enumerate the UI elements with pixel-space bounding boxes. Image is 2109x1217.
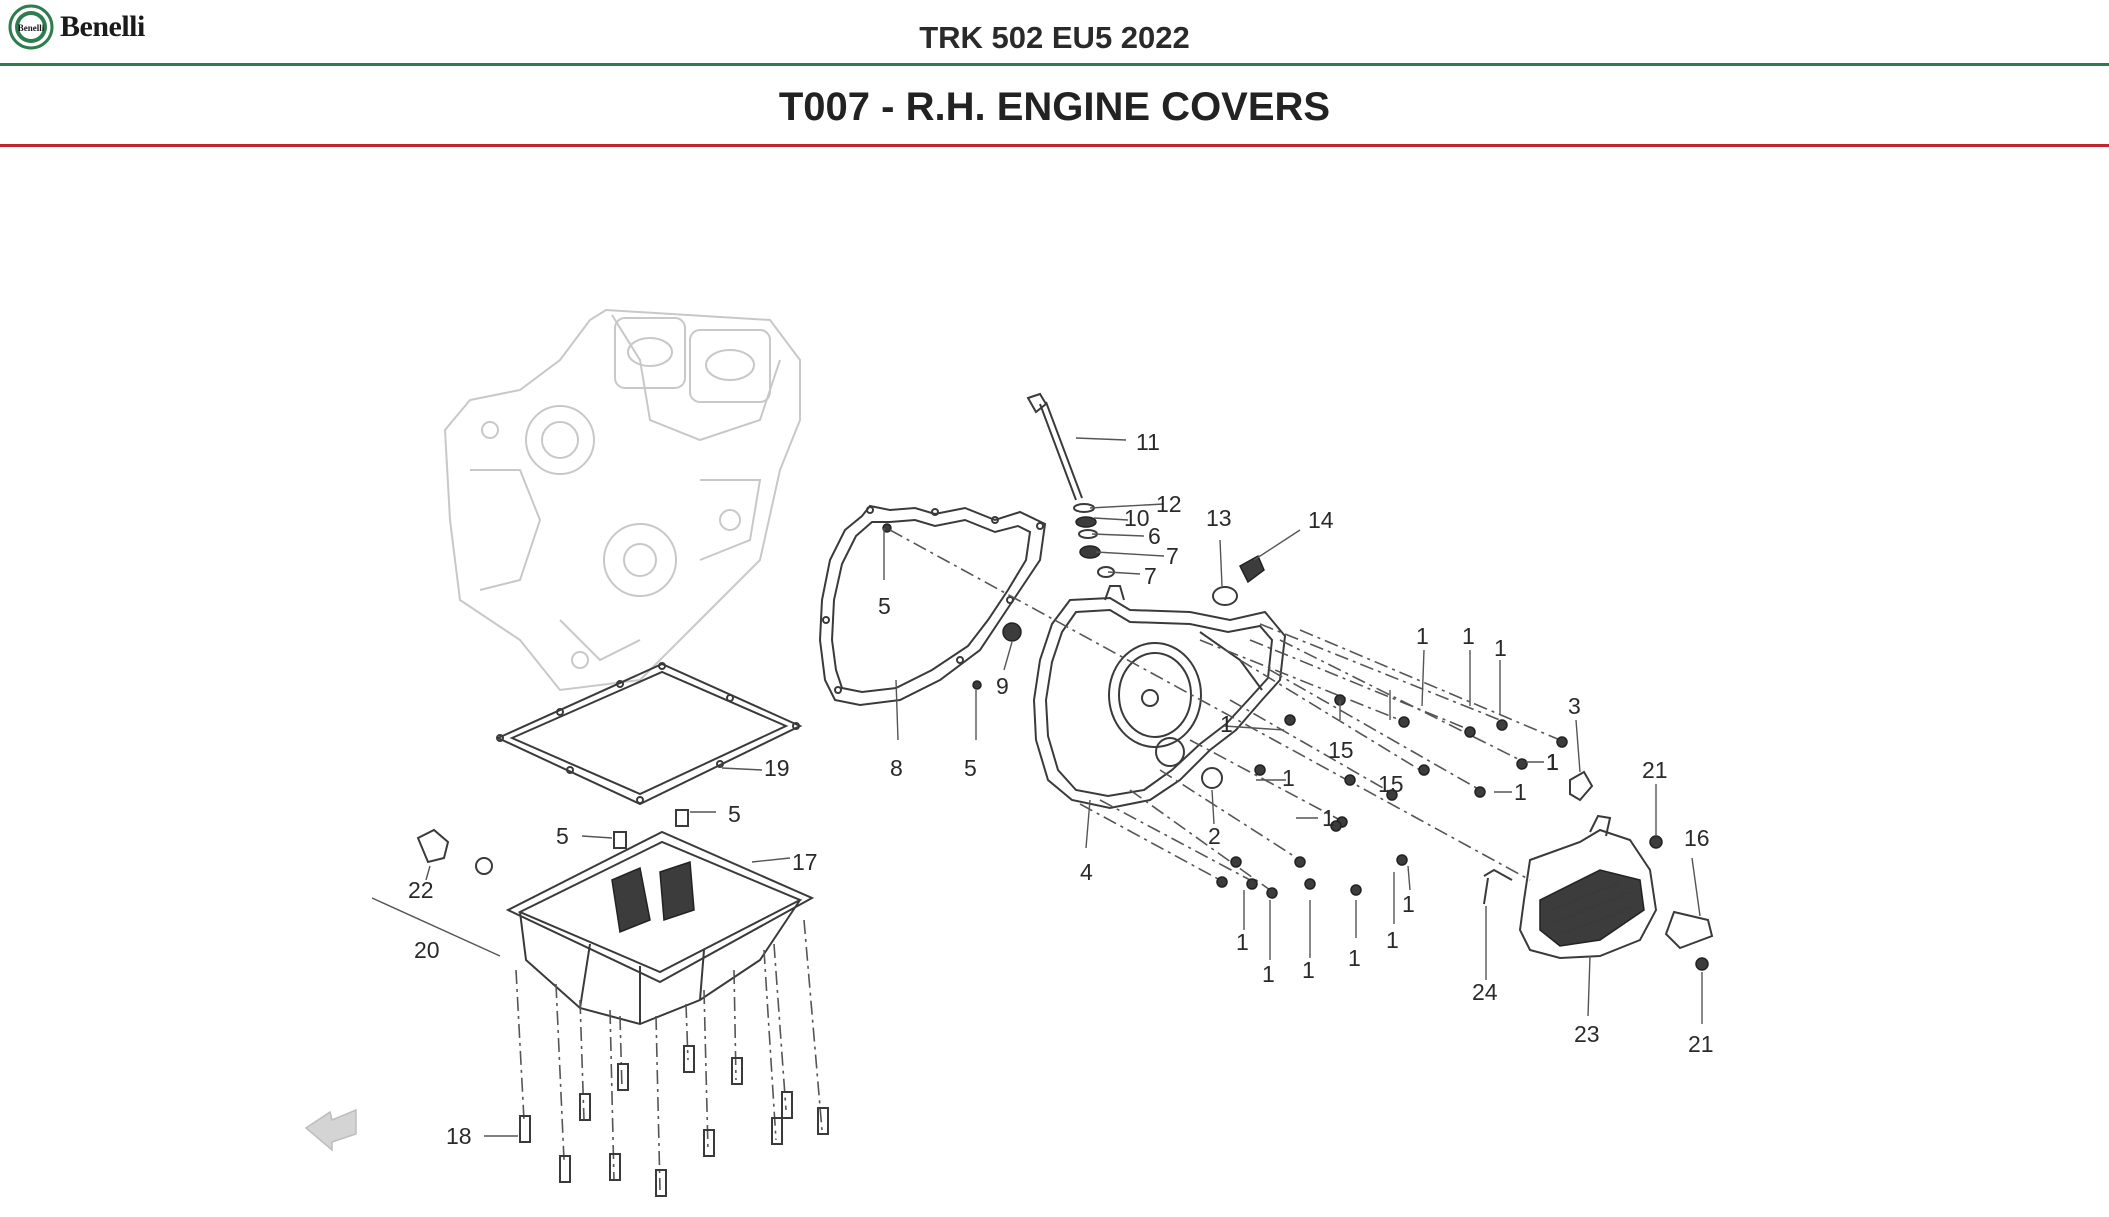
oil-plug-oring [1212, 586, 1238, 606]
sprocket-cover [1483, 770, 1714, 971]
callout-1: 1 [1546, 749, 1559, 775]
dipstick-assembly [1026, 392, 1115, 578]
callout-1: 1 [1386, 927, 1399, 953]
drain-plug [416, 828, 493, 875]
callout-21: 21 [1642, 757, 1668, 783]
callout-1: 1 [1302, 957, 1315, 983]
dowel-pin [972, 680, 982, 690]
callout-12: 12 [1156, 491, 1182, 517]
rh-clutch-cover [1032, 585, 1287, 810]
cable-guide [1569, 770, 1594, 802]
callout-9: 9 [996, 673, 1009, 699]
callout-1: 1 [1262, 961, 1275, 987]
callout-20: 20 [414, 937, 440, 963]
callout-labels: 11 12 10 6 7 7 13 14 5 9 8 5 4 2 1 1 1 1… [408, 429, 1714, 1149]
oring [1201, 767, 1223, 789]
callout-1: 1 [1416, 623, 1429, 649]
callout-8: 8 [890, 755, 903, 781]
callout-1: 1 [1462, 623, 1475, 649]
callout-1: 1 [1348, 945, 1361, 971]
callout-7: 7 [1166, 543, 1179, 569]
callout-16: 16 [1684, 825, 1710, 851]
callout-1: 1 [1546, 749, 1559, 775]
callout-6: 6 [1148, 523, 1161, 549]
dowel-pin [882, 523, 892, 533]
callout-1: 1 [1282, 765, 1295, 791]
oil-pan-bolts [515, 919, 829, 1197]
oil-pan [505, 809, 815, 1026]
speed-sensor [1483, 868, 1513, 905]
callout-5: 5 [728, 801, 741, 827]
clutch-cover-gasket [818, 504, 1047, 707]
brand-name: Benelli [60, 10, 145, 43]
gasket-holes [496, 662, 800, 804]
oil-pan-gasket [495, 662, 803, 806]
benelli-lion-icon: Benelli [8, 4, 54, 50]
callout-1: 1 [1236, 929, 1249, 955]
callout-22: 22 [408, 877, 434, 903]
callout-1: 1 [1220, 711, 1233, 737]
gasket-bolt-holes [822, 506, 1044, 694]
oil-seal [1002, 622, 1022, 642]
crankcase-reference-illustration [443, 308, 801, 692]
brand-logo[interactable]: Benelli Benelli [8, 3, 145, 51]
callout-14: 14 [1308, 507, 1334, 533]
callout-11: 11 [1136, 429, 1160, 455]
model-title: TRK 502 EU5 2022 [919, 20, 1190, 55]
page-header: Benelli Benelli TRK 502 EU5 2022 [0, 0, 2109, 64]
callout-5: 5 [964, 755, 977, 781]
callout-15: 15 [1378, 771, 1404, 797]
callout-7: 7 [1144, 563, 1157, 589]
arrow-left-icon[interactable] [304, 1108, 357, 1152]
callout-4: 4 [1080, 859, 1093, 885]
callout-15: 15 [1328, 737, 1354, 763]
callout-1: 1 [1494, 635, 1507, 661]
callout-5: 5 [556, 823, 569, 849]
callout-17: 17 [792, 849, 818, 875]
callout-24: 24 [1472, 979, 1498, 1005]
header-divider [0, 63, 2109, 66]
callout-10: 10 [1124, 505, 1150, 531]
callout-23: 23 [1574, 1021, 1600, 1047]
oil-filler-cap [1239, 554, 1265, 584]
callout-19: 19 [764, 755, 790, 781]
title-divider [0, 144, 2109, 147]
logo-plate [1664, 910, 1714, 950]
callout-leaders [371, 437, 1703, 1137]
cover-bolts [889, 529, 1568, 899]
callout-1: 1 [1546, 749, 1559, 775]
callout-21: 21 [1688, 1031, 1714, 1057]
callout-3: 3 [1568, 693, 1581, 719]
callout-18: 18 [446, 1123, 472, 1149]
page-title: T007 - R.H. ENGINE COVERS [778, 85, 1331, 129]
callout-5: 5 [878, 593, 891, 619]
callout-1: 1 [1514, 779, 1527, 805]
callout-13: 13 [1206, 505, 1232, 531]
logo-badge-text: Benelli [18, 23, 45, 33]
callout-1: 1 [1402, 891, 1415, 917]
callout-2: 2 [1208, 823, 1221, 849]
callout-1: 1 [1322, 805, 1335, 831]
